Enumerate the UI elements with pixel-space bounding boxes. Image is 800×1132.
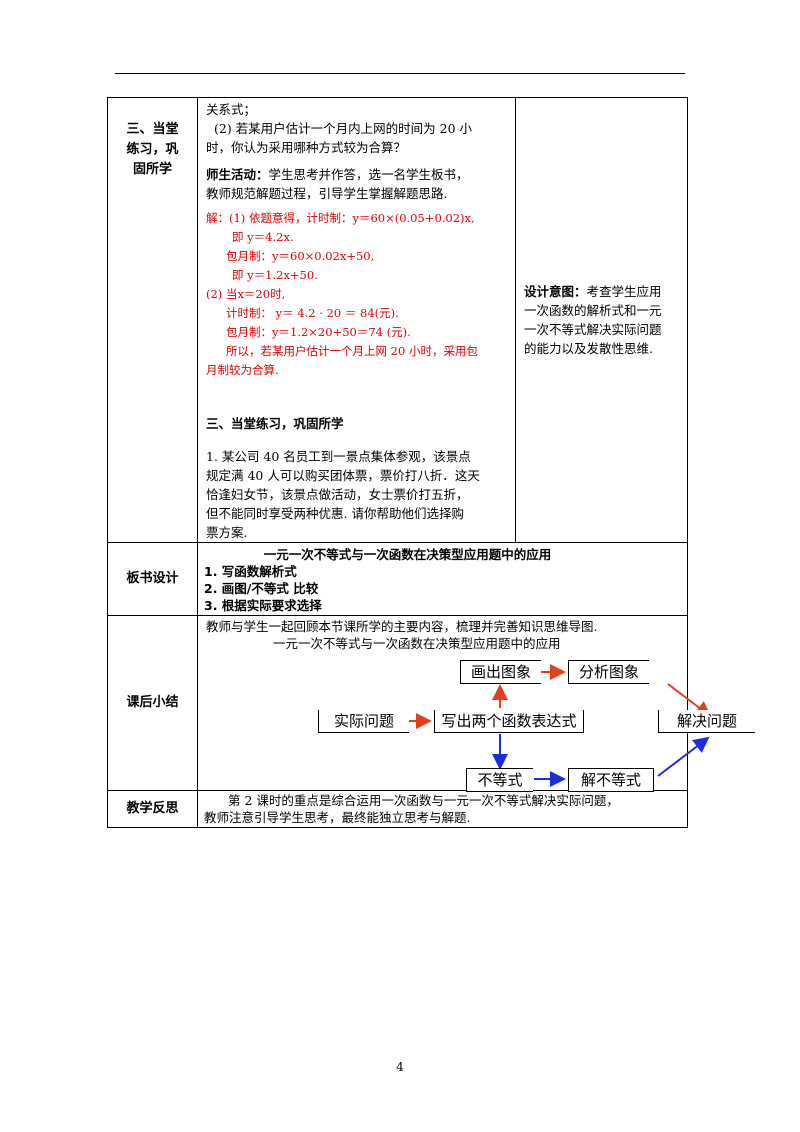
summary-line: 教师与学生一起回顾本节课所学的主要内容，梳理并完善知识思维导图. [206,619,598,634]
practice-row: 三、当堂 练习，巩 固所学 关系式； (2) 若某用户估计一个月内上网的时间为 … [107,97,688,543]
design-line: 的能力以及发散性思维. [524,341,653,356]
summary-line: 一元一次不等式与一次函数在决策型应用题中的应用 [273,636,561,651]
box-solve-inequality: 解不等式 [568,768,654,792]
practice-label: 三、当堂 练习，巩 固所学 [107,97,198,543]
reflection-content: 第 2 课时的重点是综合运用一次函数与一元一次不等式解决实际问题， 教师注意引导… [197,790,688,828]
board-title: 一元一次不等式与一次函数在决策型应用题中的应用 [263,547,552,562]
solution-line: 所以，若某用户估计一个月上网 20 小时，采用包 [226,344,478,358]
intro-line: (2) 若某用户估计一个月内上网的时间为 20 小 [214,121,473,136]
reflection-label: 教学反思 [107,790,198,828]
header-rule [115,73,685,74]
board-item: 3. 根据实际要求选择 [204,598,322,613]
exercise-block: 1. 某公司 40 名员工到一景点集体参观，该景点 规定满 40 人可以购买团体… [206,447,509,542]
activity-title: 师生活动： [206,167,269,182]
solution-line: 计时制： y＝ 4.2 · 20 ＝ 84(元). [226,306,399,320]
design-title: 设计意图： [524,284,587,299]
mind-map-arrows [409,664,712,787]
summary-label: 课后小结 [107,615,198,791]
box-draw-graph: 画出图象 [460,660,541,684]
box-solve-problem: 解决问题 [658,710,755,733]
solution-line: (2) 当x＝20时, [206,287,286,301]
exercise-line: 规定满 40 人可以购买团体票，票价打八折．这天 [206,468,480,483]
design-line: 一次不等式解决实际问题 [524,322,662,337]
page-number: 4 [396,1060,404,1074]
intro-line: 关系式； [206,102,257,117]
summary-content: 教师与学生一起回顾本节课所学的主要内容，梳理并完善知识思维导图. 一元一次不等式… [197,615,755,792]
reflection-line: 教师注意引导学生思考，最终能独立思考与解题. [204,810,471,825]
exercise-line: 1. 某公司 40 名员工到一景点集体参观，该景点 [206,449,471,464]
solution-line: 包月制：y＝60×0.02x+50, [226,249,375,263]
label-line: 练习，巩 [126,142,179,157]
activity-line: 教师规范解题过程，引导学生掌握解题思路. [206,186,448,201]
reflection-line: 第 2 课时的重点是综合运用一次函数与一元一次不等式解决实际问题， [228,793,619,808]
board-item: 1. 写函数解析式 [204,564,297,579]
label-line: 三、当堂 [126,122,179,137]
arrow-solve-ineq-to-solve [657,736,710,777]
summary-row: 课后小结 教师与学生一起回顾本节课所学的主要内容，梳理并完善知识思维导图. 一元… [107,615,755,792]
solution-block: 解：(1) 依题意得，计时制：y＝60×(0.05+0.02)x, 即 y＝4.… [206,209,509,380]
design-line: 考查学生应用 [586,284,662,299]
reflection-row: 教学反思 第 2 课时的重点是综合运用一次函数与一元一次不等式解决实际问题， 教… [107,790,688,828]
solution-line: 解：(1) 依题意得，计时制：y＝60×(0.05+0.02)x, [206,211,475,225]
lesson-table: 三、当堂 练习，巩 固所学 关系式； (2) 若某用户估计一个月内上网的时间为 … [107,97,755,828]
exercise-line: 恰逢妇女节，该景点做活动，女士票价打五折， [206,487,469,502]
solution-line: 即 y＝4.2x. [232,230,294,244]
box-inequality: 不等式 [466,768,533,792]
solution-line: 月制较为合算. [206,363,279,377]
section-heading: 三、当堂练习，巩固所学 [206,416,344,431]
board-item: 2. 画图/不等式 比较 [204,581,319,596]
solution-line: 即 y＝1.2x+50. [232,268,318,282]
practice-content: 关系式； (2) 若某用户估计一个月内上网的时间为 20 小 时，你认为采用哪种… [197,97,516,543]
intro-line: 时，你认为采用哪种方式较为合算？ [206,140,407,155]
exercise-line: 票方案. [206,525,248,540]
board-row: 板书设计 一元一次不等式与一次函数在决策型应用题中的应用 1. 写函数解析式 2… [107,542,688,616]
solution-line: 包月制：y＝1.2×20+50＝74 (元). [226,325,411,339]
board-label: 板书设计 [107,542,198,616]
box-analyze-graph: 分析图象 [568,660,649,684]
activity-line: 学生思考并作答，选一名学生板书， [268,167,469,182]
board-content: 一元一次不等式与一次函数在决策型应用题中的应用 1. 写函数解析式 2. 画图/… [197,542,688,616]
exercise-line: 但不能同时享受两种优惠. 请你帮助他们选择购 [206,506,464,521]
box-real-problem: 实际问题 [318,710,409,733]
design-line: 一次函数的解析式和一元 [524,303,662,318]
design-intent: 设计意图：考查学生应用 一次函数的解析式和一元 一次不等式解决实际问题 的能力以… [515,97,688,543]
label-line: 固所学 [132,162,172,177]
box-write-functions: 写出两个函数表达式 [434,710,584,733]
